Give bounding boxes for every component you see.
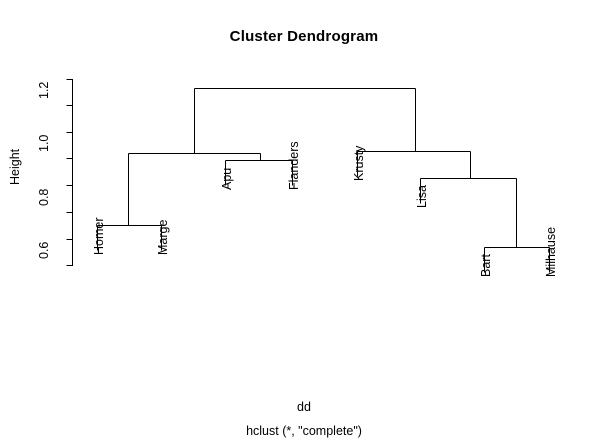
dendrogram-branches (97, 88, 550, 273)
branch-krusty-cluster (357, 151, 471, 179)
leaf-label-homer: Homer (92, 217, 106, 255)
branch-bart-milhause (484, 247, 550, 273)
y-tick-label-1.2: 1.2 (37, 81, 51, 99)
branch-root (194, 88, 416, 154)
branch-apu-flanders (225, 160, 293, 186)
x-axis-label: dd (297, 400, 311, 414)
leaf-label-apu: Apu (220, 167, 234, 190)
plot-subtitle: hclust (*, "complete") (246, 424, 362, 438)
y-tick-label-0.6: 0.6 (37, 241, 51, 259)
leaf-label-krusty: Krusty (352, 145, 366, 181)
leaf-label-bart: Bart (479, 254, 493, 277)
leaf-label-marge: Marge (156, 219, 170, 255)
leaf-label-lisa: Lisa (415, 185, 429, 208)
y-tick-label-1.0: 1.0 (37, 134, 51, 152)
page-title: Cluster Dendrogram (229, 28, 379, 45)
y-tick-label-0.8: 0.8 (37, 188, 51, 206)
leaf-label-milhause: Milhause (544, 226, 558, 277)
leaf-label-flanders: Flanders (287, 141, 301, 190)
y-axis (66, 79, 73, 266)
branch-homer-marge (97, 225, 162, 251)
branch-homer-marge-apu-flanders (128, 153, 261, 226)
branch-lisa-bart-milhause (420, 178, 517, 248)
